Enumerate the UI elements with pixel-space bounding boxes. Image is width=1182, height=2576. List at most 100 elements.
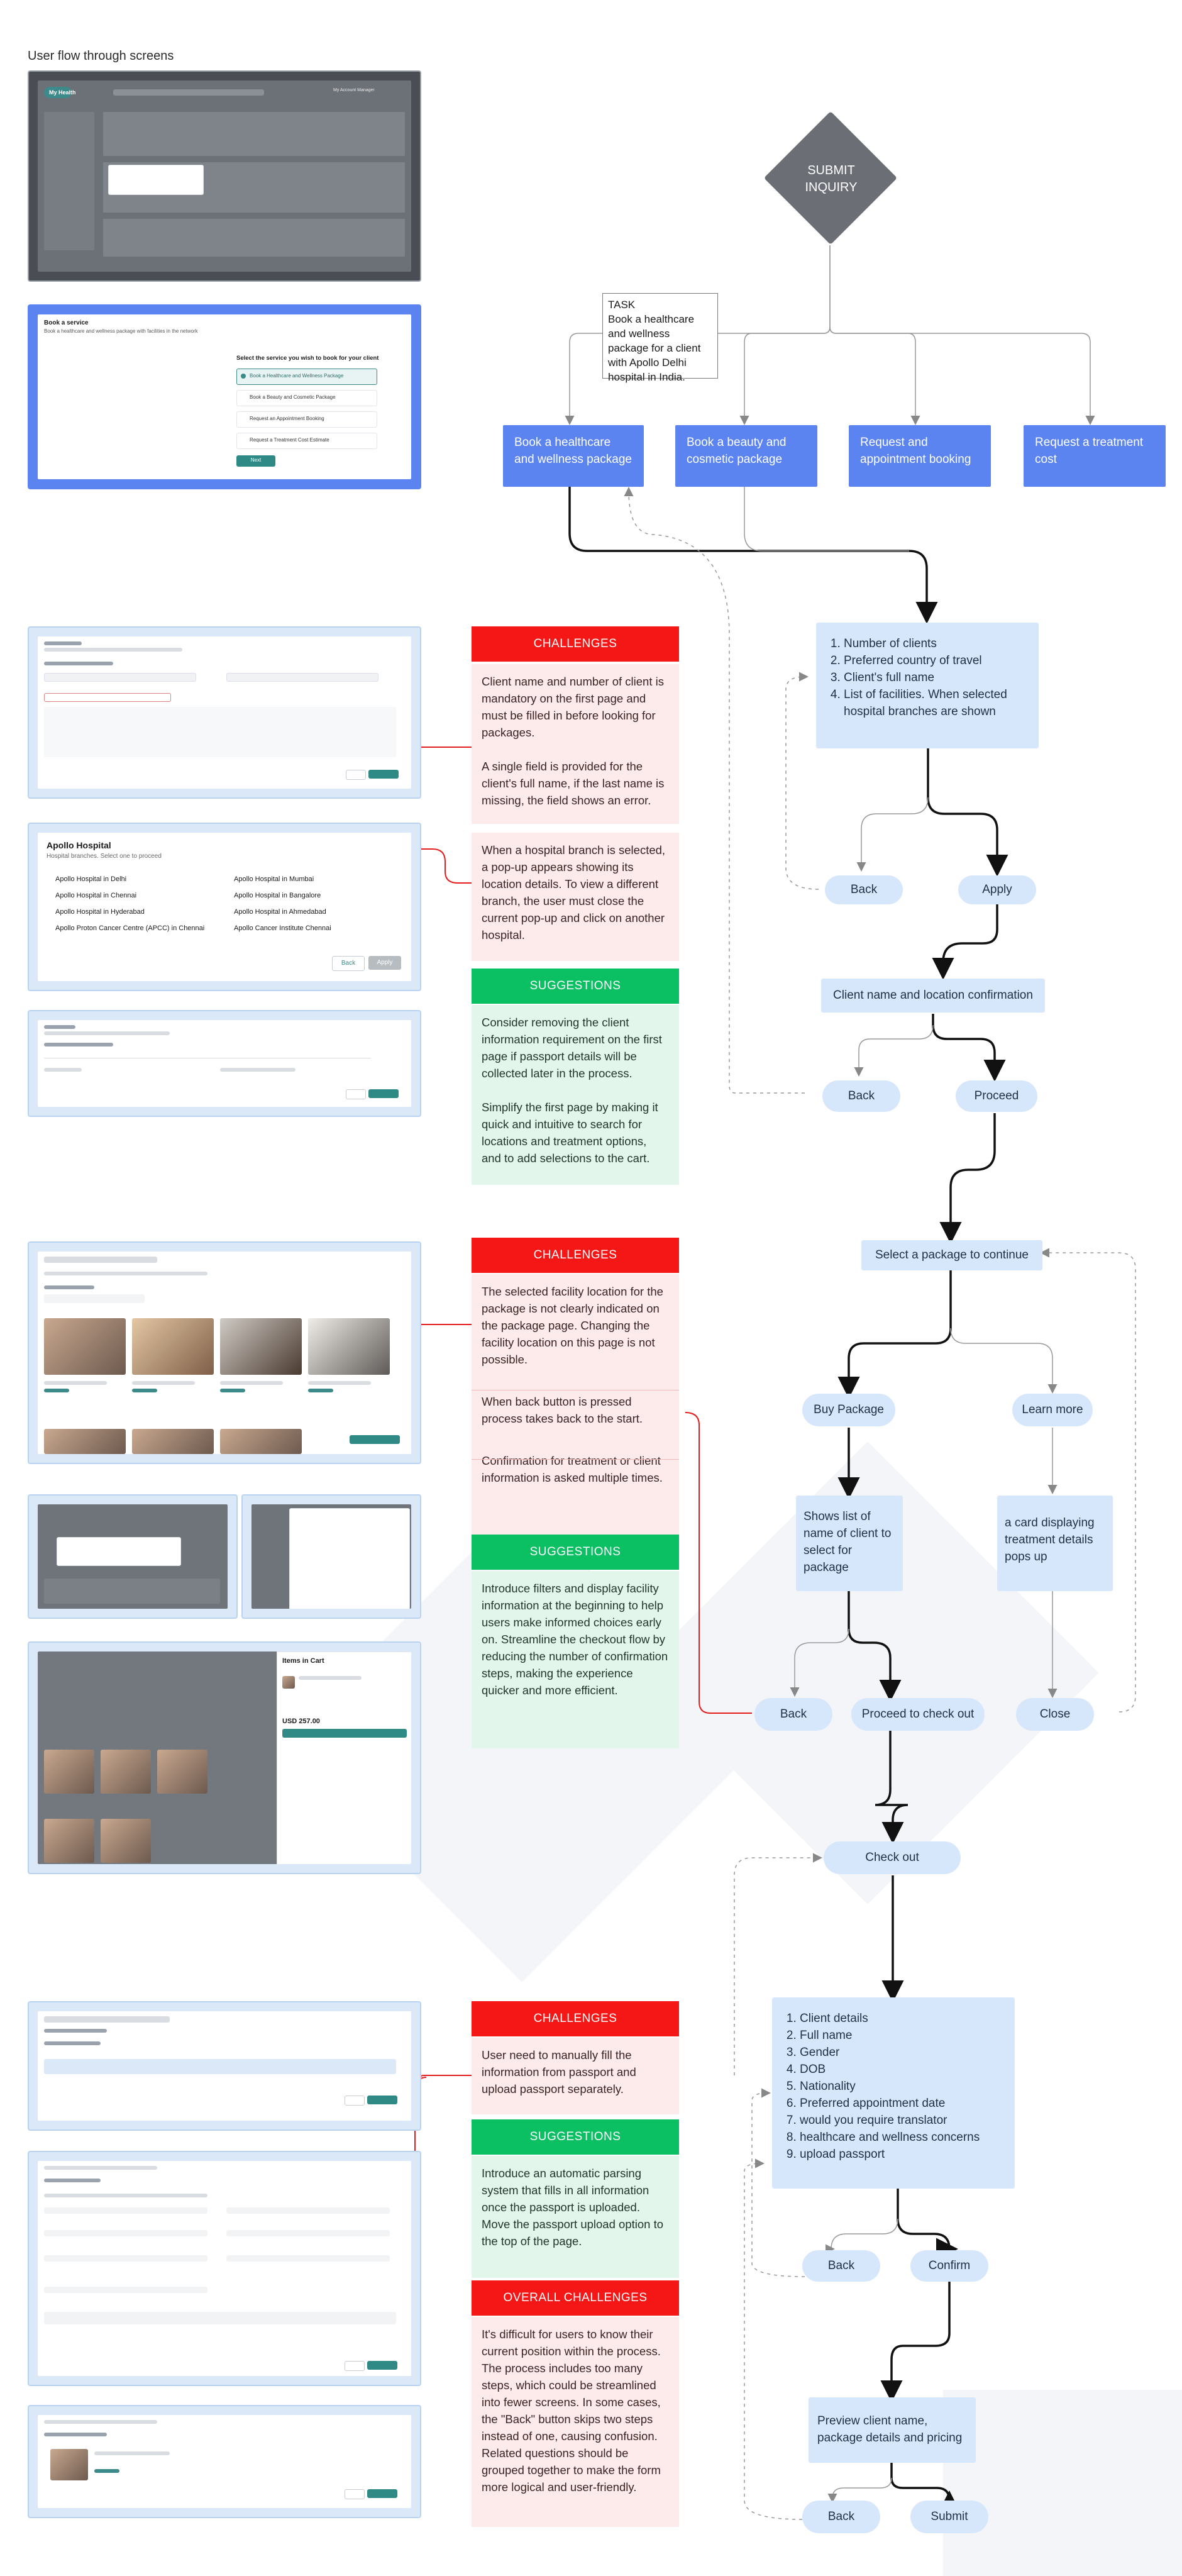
task-text: Book a healthcare and wellness package f… [608,313,701,383]
step1-apply: Apply [958,875,1036,904]
step3-item: would you require translator [800,2112,1005,2129]
suggestions-header-2: SUGGESTIONS [472,1535,679,1570]
apollo-branch-7[interactable]: Apollo Proton Cancer Centre (APCC) in Ch… [55,924,205,932]
next-button[interactable]: Next [236,455,275,467]
apollo-branch-1[interactable]: Apollo Hospital in Delhi [55,875,127,883]
challenge-text: When a hospital branch is selected, a po… [482,843,666,941]
step3-item: Nationality [800,2078,1005,2095]
suggestion-text: Introduce an automatic parsing system th… [482,2167,663,2248]
challenges-panel-1b: When a hospital branch is selected, a po… [472,833,679,961]
step1-proceed: Proceed [956,1080,1037,1112]
confirm-button-mini[interactable] [367,2096,397,2104]
dashboard-highlight-card [108,165,204,195]
step2-back: Back [754,1698,832,1731]
screen-preview [28,2405,421,2518]
service-option-3[interactable]: Request an Appointment Booking [236,411,377,428]
book-service-title: Book a service [44,319,89,326]
screen-apollo-popup: Apollo Hospital Hospital branches. Selec… [28,823,421,991]
step3-item: Full name [800,2027,1005,2044]
service-beauty: Book a beauty and cosmetic package [675,425,817,487]
overall-challenges-panel: It's difficult for users to know their c… [472,2317,679,2527]
step3-confirm: Confirm [910,2250,988,2282]
submit-button-mini[interactable] [367,2489,397,2498]
apollo-branch-8[interactable]: Apollo Cancer Institute Chennai [234,924,331,932]
step1-item: Preferred country of travel [844,652,1029,669]
step3-item: upload passport [800,2146,1005,2163]
screen-name-confirmation [28,1010,421,1117]
step1-item: Client's full name [844,669,1029,686]
step1-item: List of facilities. When selected hospit… [844,686,1029,720]
challenge-text: User need to manually fill the informati… [482,2048,636,2096]
step1-back: Back [825,875,903,904]
task-label: TASK [608,299,636,311]
screen-dashboard: My Health My Account Manager [28,70,421,282]
step1-back-2: Back [822,1080,900,1112]
apollo-branch-2[interactable]: Apollo Hospital in Mumbai [234,875,314,883]
suggestions-panel-2: Introduce filters and display facility i… [472,1571,679,1748]
screen-popup-select-client [28,1494,238,1619]
apollo-title: Apollo Hospital [47,840,111,850]
task-box: TASK Book a healthcare and wellness pack… [602,293,718,383]
book-service-question: Select the service you wish to book for … [236,355,379,362]
step2-buy-package: Buy Package [802,1394,895,1426]
screen-cart: Items in Cart USD 257.00 [28,1641,421,1874]
step3-preview: Preview client name, package details and… [809,2397,976,2463]
back-button-mini[interactable] [345,2096,365,2106]
cart-price: USD 257.00 [282,1718,320,1725]
suggestions-panel-1: Consider removing the client information… [472,1005,679,1185]
step2-learn-more: Learn more [1012,1394,1093,1426]
step1-requirements-list: Number of clients Preferred country of t… [816,623,1039,748]
suggestion-text: Simplify the first page by making it qui… [482,1101,658,1165]
dashboard-account: My Account Manager [333,88,375,92]
service-option-4[interactable]: Request a Treatment Cost Estimate [236,433,377,449]
back-button-mini[interactable] [345,2361,365,2371]
step3-client-details-list: Client details Full name Gender DOB Nati… [772,1997,1015,2189]
challenges-header-2: CHALLENGES [472,1238,679,1273]
step2-card: a card displaying treatment details pops… [997,1496,1113,1591]
challenges-panel-3: User need to manually fill the informati… [472,2038,679,2114]
suggestions-header-3: SUGGESTIONS [472,2119,679,2155]
suggestions-header-1: SUGGESTIONS [472,969,679,1004]
service-option-2[interactable]: Book a Beauty and Cosmetic Package [236,390,377,406]
challenges-panel-1: Client name and number of client is mand… [472,664,679,824]
apollo-branch-5[interactable]: Apollo Hospital in Hyderabad [55,908,145,916]
step1-item: Number of clients [844,635,1029,652]
back-button-mini[interactable] [346,1089,366,1099]
proceed-button-mini[interactable] [368,1089,399,1098]
suggestions-panel-3: Introduce an automatic parsing system th… [472,2156,679,2278]
screen-book-service: Book a service Book a healthcare and wel… [28,304,421,489]
background-shape [943,2390,1182,2576]
back-button-mini[interactable] [345,2489,365,2499]
service-appointment: Request and appointment booking [849,425,991,487]
suggestion-text: Consider removing the client information… [482,1016,662,1080]
screen-packages [28,1241,421,1464]
cart-checkout-button[interactable] [282,1729,407,1738]
step2-close: Close [1016,1698,1094,1731]
step3-item: Preferred appointment date [800,2095,1005,2112]
screen-appointment-details [28,626,421,799]
challenges-panel-2: The selected facility location for the p… [472,1274,679,1541]
apollo-back-button[interactable]: Back [332,956,365,971]
confirm-button-mini[interactable] [367,2361,397,2370]
submit-inquiry-label: SUBMIT INQUIRY [805,164,858,194]
step3-submit: Submit [910,2501,988,2533]
service-treatment-cost: Request a treatment cost [1024,425,1166,487]
apollo-branch-4[interactable]: Apollo Hospital in Bangalore [234,892,321,899]
step2-select-package: Select a package to continue [861,1240,1042,1270]
screen-client-details [28,2001,421,2131]
apollo-branch-3[interactable]: Apollo Hospital in Chennai [55,892,137,899]
challenge-text: The selected facility location for the p… [482,1285,663,1366]
proceed-button-mini[interactable] [368,770,399,779]
service-healthcare: Book a healthcare and wellness package [503,425,644,487]
apollo-branch-6[interactable]: Apollo Hospital in Ahmedabad [234,908,326,916]
challenge-text: When back button is pressed process take… [482,1395,643,1425]
step2-check-out: Check out [824,1841,961,1874]
overall-challenge-text: It's difficult for users to know their c… [482,2328,661,2494]
step3-item: DOB [800,2061,1005,2078]
service-option-1[interactable]: Book a Healthcare and Wellness Package [236,369,377,385]
screen-popup-learn-more [241,1494,421,1619]
apollo-subtitle: Hospital branches. Select one to proceed [47,853,162,860]
back-button-mini[interactable] [346,770,366,780]
apollo-apply-button[interactable]: Apply [368,956,401,970]
checkout-button-mini[interactable] [350,1435,400,1444]
